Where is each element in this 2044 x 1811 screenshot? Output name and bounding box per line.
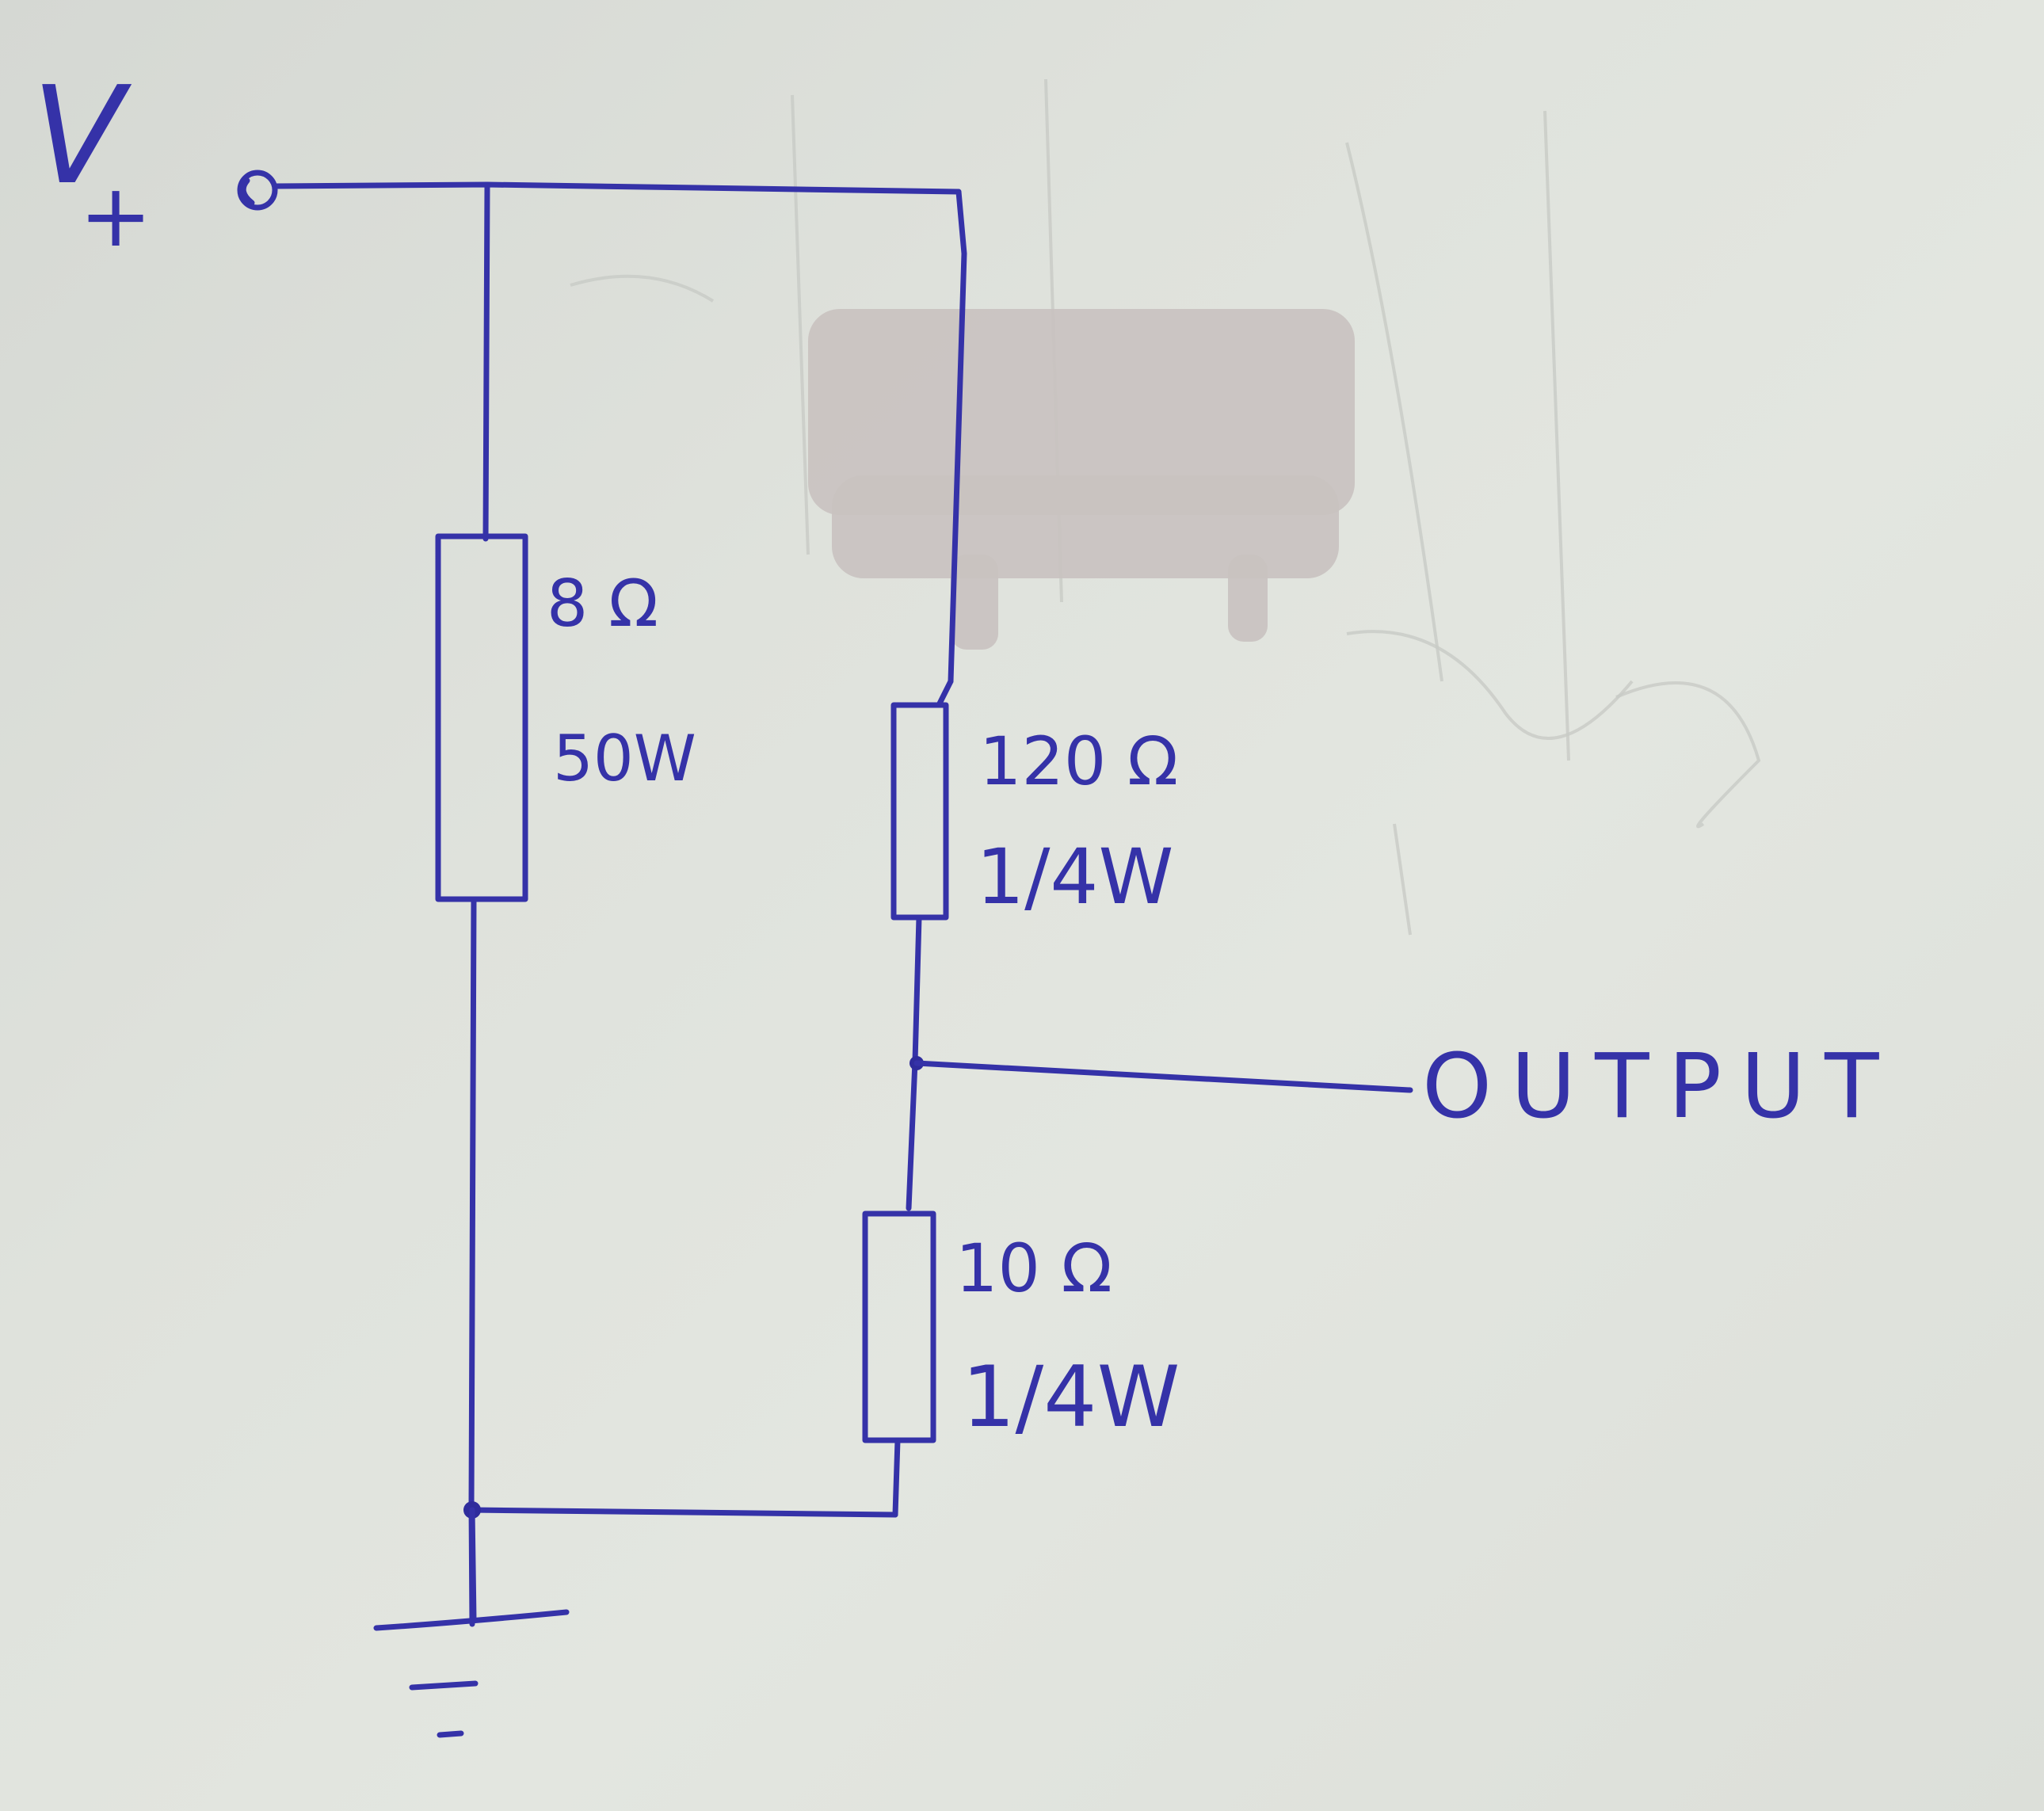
supply-terminal — [237, 170, 278, 211]
right-branch-top-wire — [948, 189, 967, 684]
output-label: OUTPUT — [1422, 1035, 1897, 1138]
supply-plus-text: + — [79, 165, 152, 266]
resistor-r1 — [435, 533, 528, 902]
bottom-rail-wire — [469, 1507, 898, 1518]
output-wire — [913, 1060, 1413, 1093]
resistor-r3 — [862, 1211, 936, 1443]
r3-power-label: 1/4W — [962, 1348, 1180, 1446]
r2-resistance-label: 120 Ω — [979, 722, 1178, 800]
resistor-r2 — [890, 702, 949, 921]
r3-bottom-lead-wire — [892, 1437, 901, 1518]
supply-v-text: V — [32, 58, 132, 215]
r1-power-label: 50W — [553, 722, 696, 795]
r3-resistance-label: 10 Ω — [955, 1230, 1112, 1307]
erased-area — [808, 309, 1355, 650]
paper-ghost-marks — [570, 78, 1761, 936]
top-rail-wire — [272, 181, 962, 195]
r2-top-lead-wire — [936, 678, 954, 708]
r2-power-label: 1/4W — [976, 833, 1173, 921]
r1-resistance-label: 8 Ω — [547, 566, 658, 642]
ground-icon — [373, 1507, 570, 1738]
supply-label: V + — [32, 58, 152, 266]
left-branch-top-wire — [482, 181, 490, 542]
